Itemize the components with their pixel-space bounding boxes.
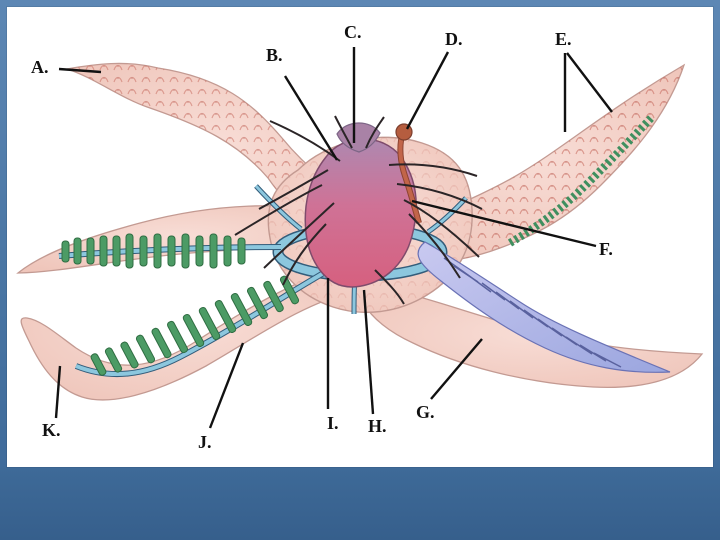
tube-foot <box>126 234 133 268</box>
tube-foot <box>135 334 155 364</box>
tube-foot <box>238 238 245 264</box>
label-f: F. <box>599 239 613 259</box>
label-e: E. <box>555 29 572 49</box>
tube-foot <box>151 327 172 359</box>
label-b: B. <box>266 45 283 65</box>
tube-foot <box>196 236 203 266</box>
tube-foot <box>182 234 189 268</box>
tube-foot <box>113 236 120 266</box>
tube-foot <box>168 236 175 266</box>
label-a: A. <box>31 57 49 77</box>
tube-foot <box>62 241 69 262</box>
tube-foot <box>74 238 81 264</box>
label-i: I. <box>327 413 339 433</box>
tube-foot <box>154 234 161 268</box>
label-k: K. <box>42 420 61 440</box>
label-g: G. <box>416 402 435 422</box>
tube-foot <box>224 236 231 266</box>
tube-foot <box>87 238 94 264</box>
label-b-leader <box>285 76 337 160</box>
label-c: C. <box>344 22 362 42</box>
tube-foot <box>140 236 147 266</box>
label-d: D. <box>445 29 463 49</box>
tube-foot <box>210 234 217 268</box>
label-d-leader <box>407 52 448 129</box>
tube-foot <box>166 320 188 353</box>
label-h: H. <box>368 416 387 436</box>
label-e-leader-2 <box>567 53 612 112</box>
tube-foot <box>100 236 107 266</box>
label-j: J. <box>198 432 212 452</box>
